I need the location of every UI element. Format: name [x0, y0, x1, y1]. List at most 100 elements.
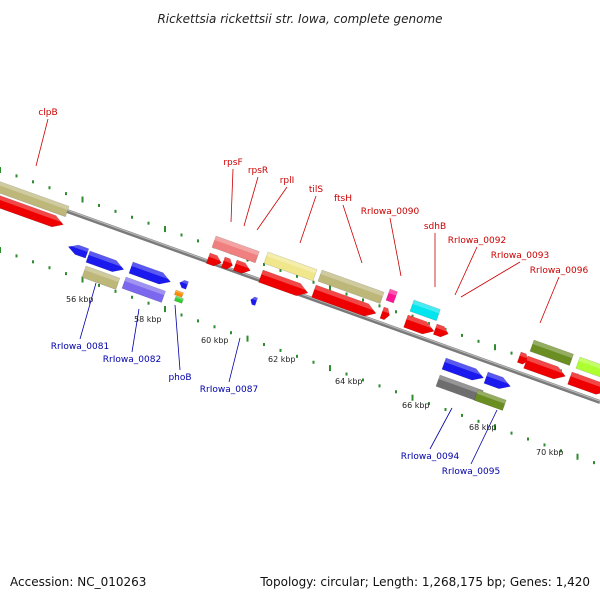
- feature-gene: [379, 306, 391, 321]
- gene-label-top: RrIowa_0090: [361, 207, 420, 217]
- kbp-label: 62 kbp: [268, 355, 296, 364]
- feature-phoB: [173, 289, 184, 298]
- guide-dot: [48, 186, 51, 190]
- guide-dot: [164, 306, 166, 313]
- guide-dot: [576, 453, 579, 460]
- gene-label-top: rpsR: [248, 166, 268, 176]
- guide-dot: [147, 221, 150, 225]
- guide-dot: [213, 325, 216, 329]
- feature-gene: [232, 259, 251, 274]
- guide-dot: [329, 285, 331, 292]
- leader-line: [243, 176, 259, 227]
- feature-gene: [205, 252, 222, 267]
- guide-dot: [428, 402, 430, 406]
- guide-dot: [527, 437, 529, 441]
- gene-features: [0, 177, 600, 411]
- feature-gene: [128, 261, 172, 285]
- guide-dot: [48, 266, 51, 270]
- guide-dot: [296, 274, 298, 278]
- guide-dot: [0, 167, 1, 173]
- guide-dot: [98, 203, 100, 207]
- feature-gene: [523, 355, 567, 380]
- gene-label-bottom: RrIowa_0095: [442, 467, 500, 477]
- feature-RrIowa_0087: [250, 296, 259, 306]
- guide-dot: [0, 247, 1, 253]
- leader-line: [79, 282, 97, 340]
- guide-dot: [444, 407, 447, 411]
- leader-line: [389, 217, 402, 277]
- guide-dot: [345, 292, 348, 296]
- guide-dot: [65, 192, 67, 196]
- guide-dot: [180, 233, 183, 237]
- feature-RrIowa_0096: [529, 339, 574, 366]
- guide-dot: [164, 226, 166, 233]
- gene-label-top: sdhB: [424, 222, 446, 232]
- guide-dot: [147, 301, 150, 305]
- feature-gene: [441, 357, 485, 381]
- leader-line: [460, 261, 521, 298]
- feature-gene: [67, 244, 90, 259]
- kbp-label: 60 kbp: [201, 336, 229, 345]
- guide-dot: [543, 443, 546, 447]
- guide-dot: [197, 239, 199, 243]
- gene-label-top: rpsF: [223, 158, 242, 168]
- feature-gene: [432, 323, 449, 338]
- feature-gene: [85, 250, 125, 273]
- guide-dot: [395, 310, 397, 314]
- leader-line: [174, 304, 181, 371]
- genome-summary-text: Topology: circular; Length: 1,268,175 bp…: [259, 575, 590, 589]
- guide-dot: [411, 394, 414, 401]
- feature-RrIowa_0081: [81, 265, 121, 290]
- guide-dot: [378, 304, 381, 308]
- guide-dot: [246, 335, 249, 342]
- feature-gene: [516, 351, 530, 365]
- guide-dot: [477, 339, 480, 343]
- guide-dot: [560, 449, 562, 453]
- feature-gene: [403, 314, 435, 335]
- leader-line: [539, 276, 560, 324]
- accession-text: Accession: NC_010263: [10, 575, 146, 589]
- label-leaders: [35, 118, 560, 465]
- guide-dot: [263, 343, 265, 347]
- leader-line: [454, 246, 478, 296]
- guide-dot: [32, 180, 34, 184]
- guide-dot: [510, 431, 513, 435]
- guide-dot: [345, 372, 348, 376]
- guide-dot: [362, 298, 364, 302]
- gene-label-top: clpB: [38, 108, 57, 118]
- feature-RrIowa_0090: [385, 288, 398, 304]
- feature-sdhB: [409, 299, 441, 322]
- gene-label-bottom: RrIowa_0081: [51, 342, 109, 352]
- feature-phoB-b: [173, 295, 184, 304]
- guide-dot: [114, 289, 117, 293]
- guide-dot: [197, 319, 199, 323]
- guide-dot: [131, 215, 133, 219]
- feature-gene: [179, 279, 189, 290]
- feature-gene: [220, 256, 234, 270]
- guide-dot: [494, 424, 496, 431]
- guide-dot: [428, 322, 430, 326]
- guide-dot: [15, 174, 18, 178]
- guide-dot: [230, 331, 232, 335]
- gene-label-top: RrIowa_0093: [491, 251, 549, 261]
- guide-dot: [461, 333, 463, 337]
- gene-labels: clpBrpsFrpsRrplItilSftsHRrIowa_0090sdhBR…: [38, 108, 588, 477]
- leader-line: [35, 118, 49, 167]
- feature-gene: [258, 269, 309, 297]
- guide-dot: [65, 272, 67, 276]
- feature-RrIowa_0095: [473, 389, 507, 411]
- guide-dot: [32, 260, 34, 264]
- feature-gene: [483, 371, 512, 390]
- leader-line: [230, 168, 234, 223]
- feature-clpB: [0, 177, 70, 218]
- guide-dot: [312, 360, 315, 364]
- kbp-label: 66 kbp: [402, 401, 430, 410]
- gene-label-top: RrIowa_0092: [448, 236, 506, 246]
- leader-line: [228, 337, 241, 383]
- gene-label-bottom: phoB: [168, 373, 191, 383]
- feature-gene: [575, 356, 600, 379]
- feature-gene: [567, 371, 600, 395]
- leader-line: [299, 195, 317, 244]
